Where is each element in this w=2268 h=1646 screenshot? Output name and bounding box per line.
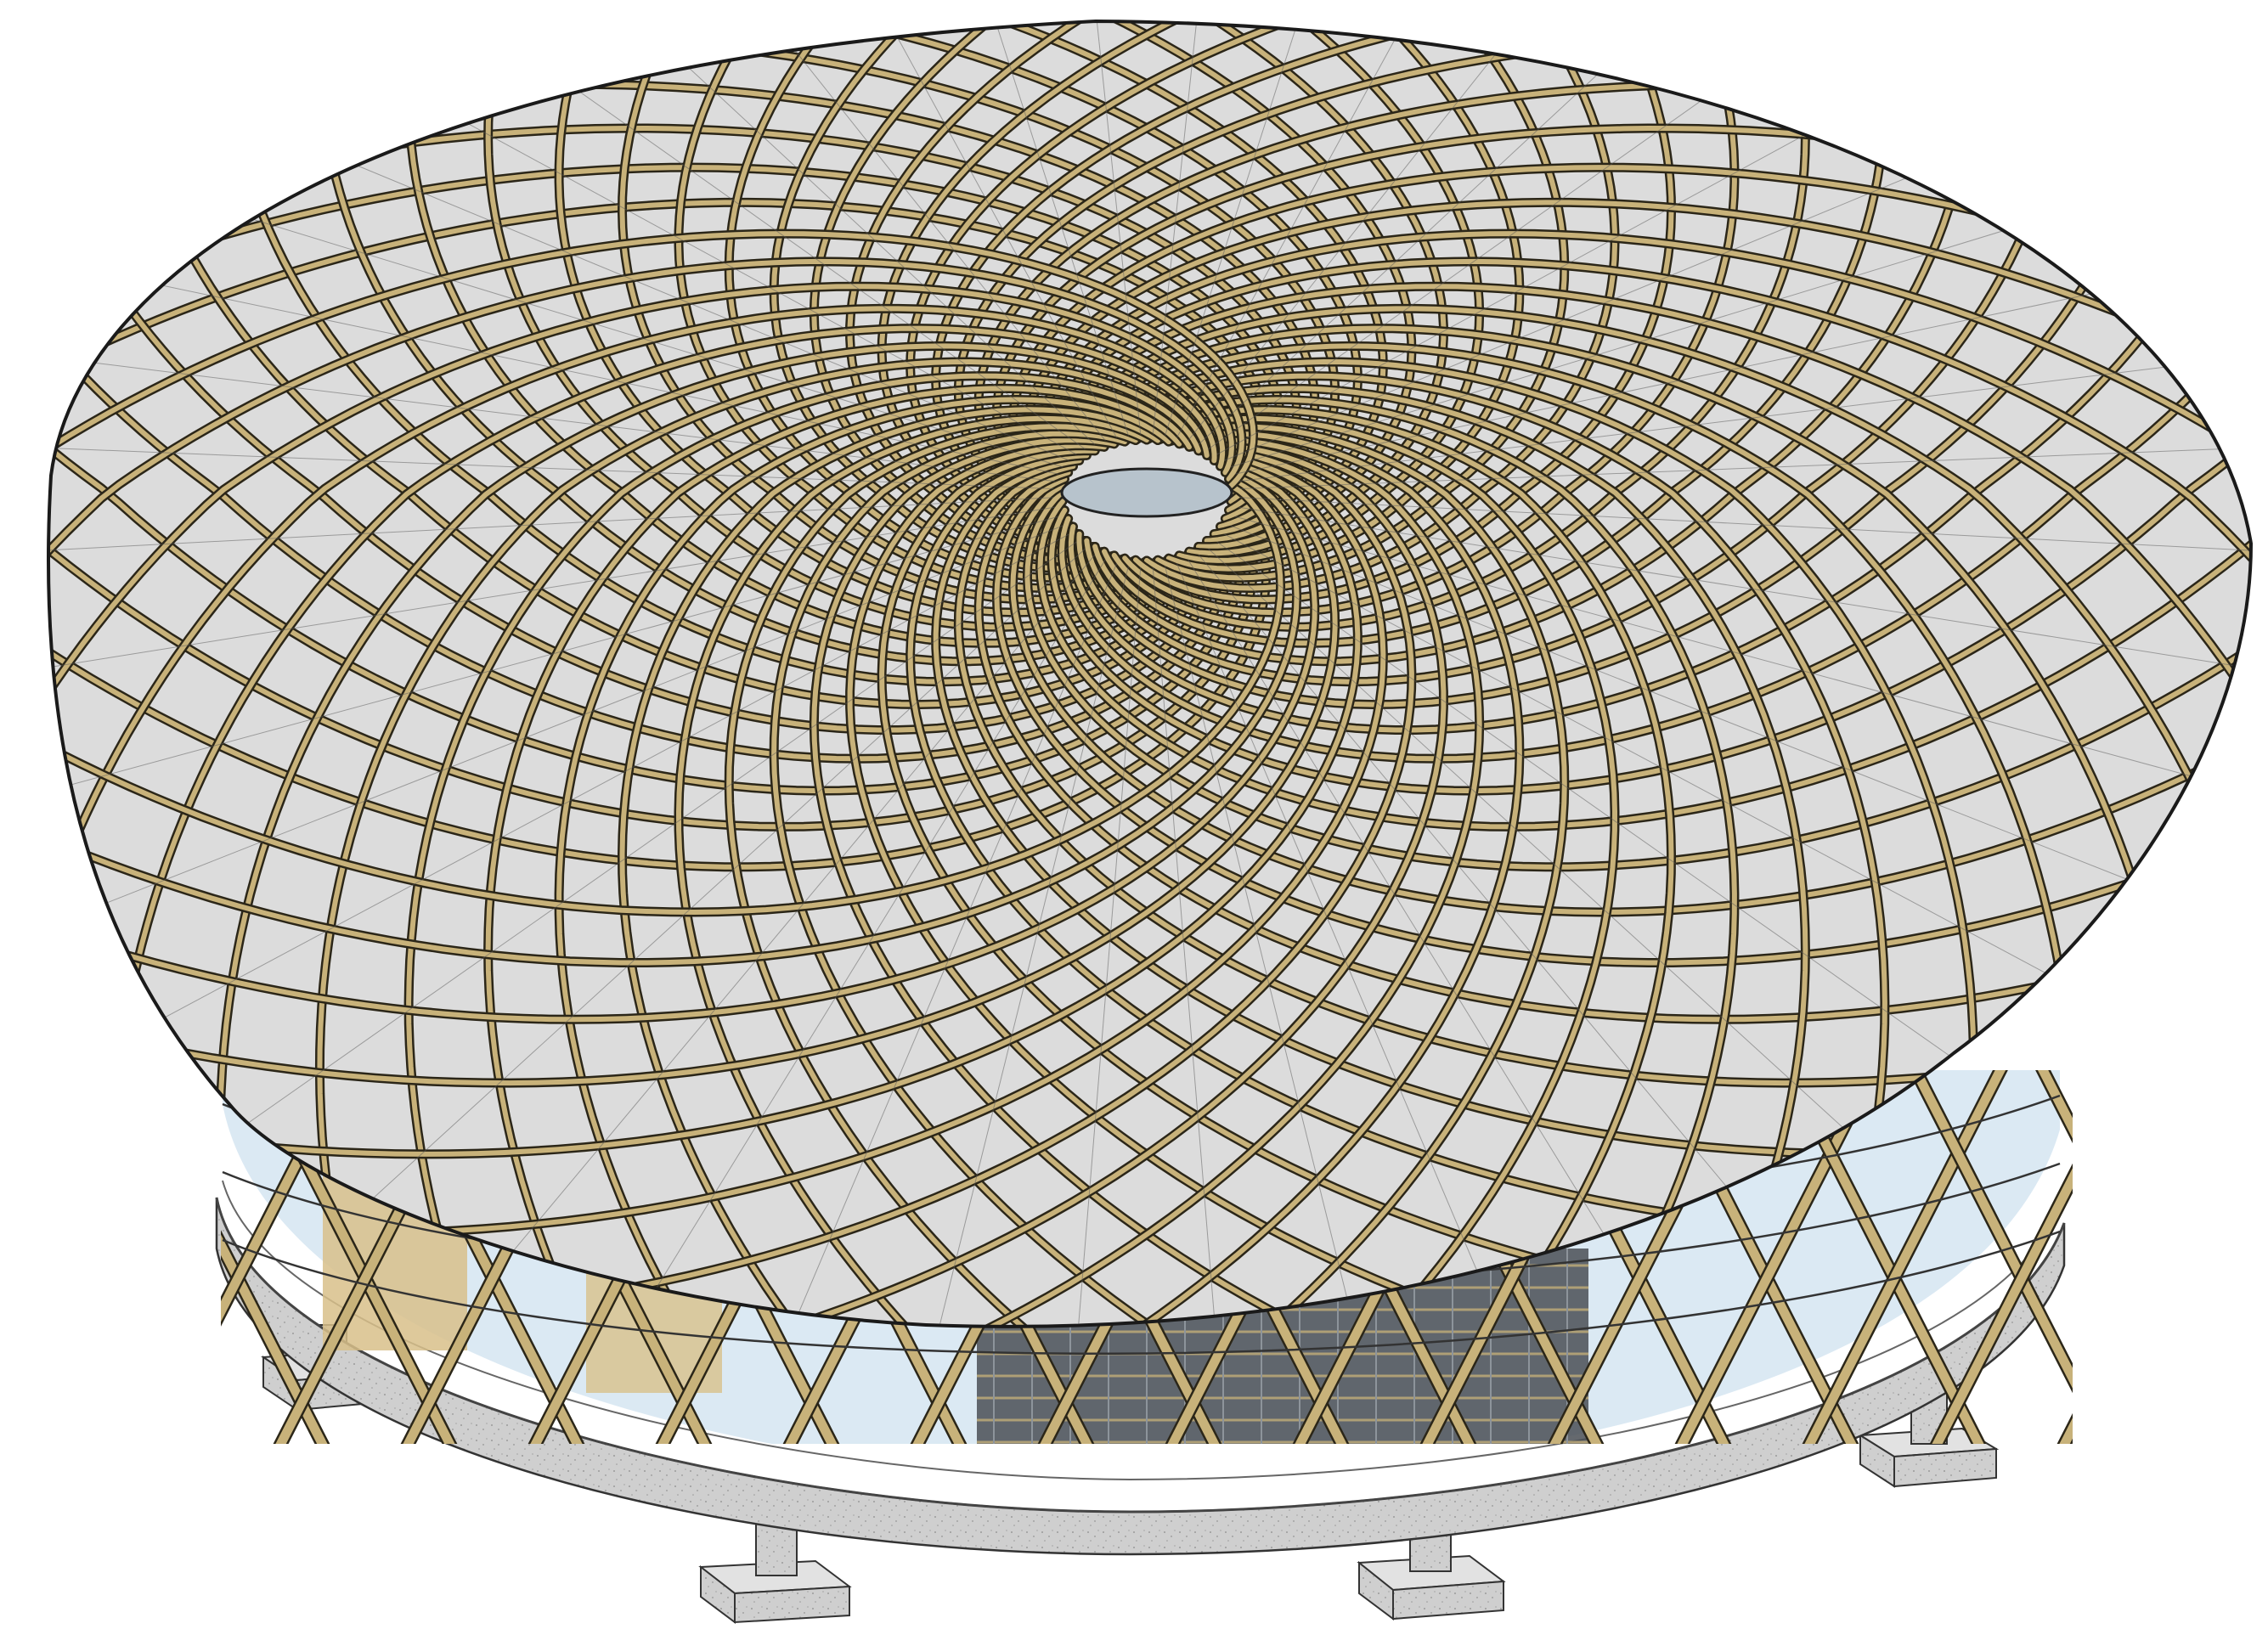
diagrid-member xyxy=(2166,1062,2268,1495)
diagrid-member xyxy=(2166,1062,2268,1495)
roof-oculus xyxy=(1062,469,1232,516)
